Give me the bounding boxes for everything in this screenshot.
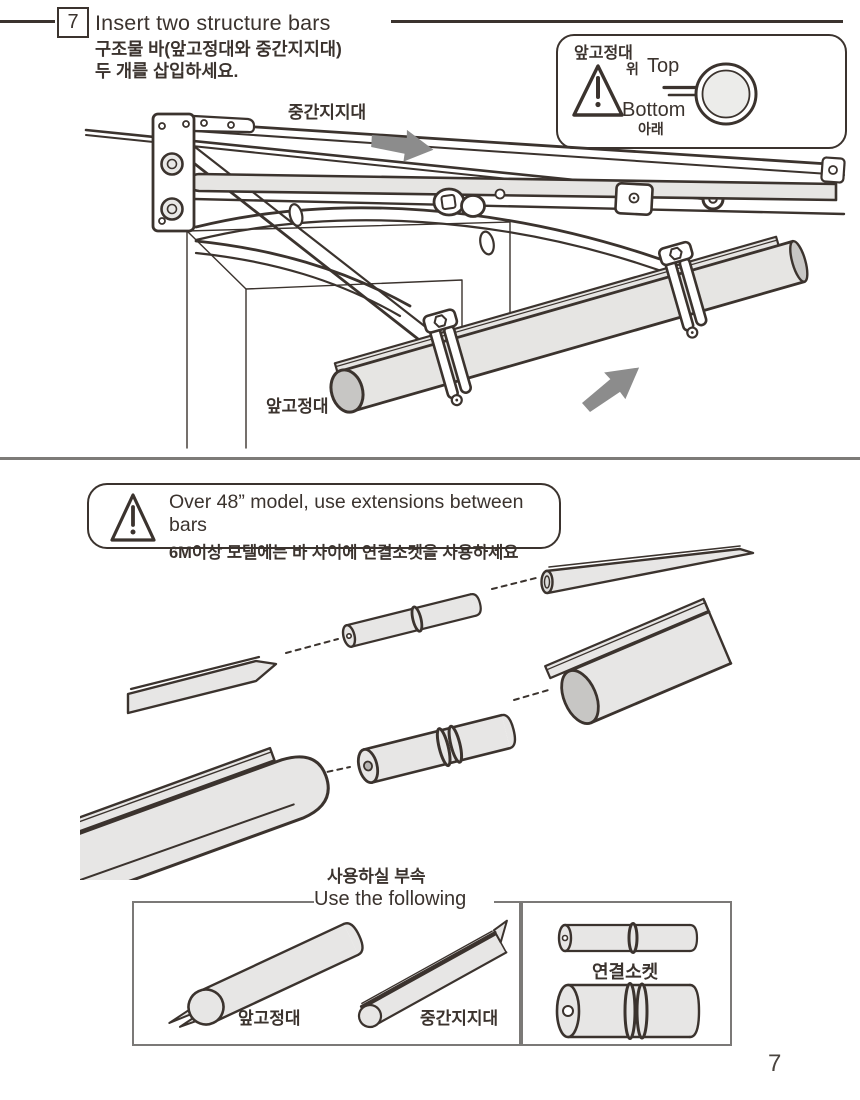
parts-title-en: Use the following [314,888,467,910]
header-rule-left [0,20,55,23]
tube-clamp [658,240,708,339]
main-diagram [84,112,846,449]
label-middle-bar: 중간지지대 [288,103,367,122]
callout-top-en: Top [647,55,680,77]
step-title: Insert two structure bars [95,11,331,35]
step-number-box: 7 [57,7,89,38]
callout-bottom-ko: 아래 [638,121,664,137]
align-dashes [285,638,339,654]
socket-part-label: 연결소켓 [592,962,659,982]
insert-direction-arrow-bottom [582,367,640,412]
middle-bar-part [357,919,508,1029]
step-subtitle-line2: 두 개를 삽입하세요. [95,61,239,81]
extension-socket-large [356,713,517,785]
callout-top-ko: 위 [626,61,639,77]
warning-triangle-icon [110,493,156,542]
middle-support-bar [187,172,838,202]
parts-title-ko: 사용하실 부속 [327,867,426,886]
front-bar-part [168,922,364,1028]
header-rule-right [391,20,843,23]
parts-box-title: 사용하실 부속 Use the following [314,862,494,915]
step-subtitle-line1: 구조물 바(앞고정대와 중간지지대) [95,39,342,59]
wall-bracket [151,112,256,233]
label-front-bar: 앞고정대 [266,397,329,416]
middle-bar-left-piece [126,655,278,715]
section-divider [0,457,860,460]
extension-socket-small [341,593,482,648]
arched-arm [194,203,690,318]
align-dashes [513,688,553,701]
step-number: 7 [67,11,79,33]
parts-box-left-graphic [168,919,508,1029]
front-fixing-bar [329,235,809,414]
socket-large-part [555,982,701,1040]
top-rails [192,121,846,216]
align-dashes [307,766,351,777]
page-number: 7 [768,1050,782,1077]
callout-part-label: 앞고정대 [574,45,633,62]
middle-bar-part-label: 중간지지대 [420,1009,499,1028]
front-bar-right-piece [544,597,733,725]
insert-direction-arrow-top [371,129,434,162]
bar-end-view [662,62,758,126]
extension-warning-box: Over 48” model, use extensions between b… [87,483,561,562]
socket-small-part [557,922,699,954]
align-dashes [491,577,537,590]
pivot-hinge [432,182,654,218]
front-bar-left-piece [80,746,330,880]
middle-bar-right-piece [540,545,755,595]
exploded-diagram [80,545,755,880]
orientation-callout: 앞고정대 위 Top Bottom 아래 [556,34,847,149]
parts-box-right-graphic [555,922,701,1040]
tube-clamp [422,308,472,407]
step-subtitle: 구조물 바(앞고정대와 중간지지대) 두 개를 삽입하세요. [95,38,342,82]
warning-triangle-icon [572,64,624,117]
orientation-callout-graphic [572,62,758,126]
warning-line-en: Over 48” model, use extensions between b… [169,491,524,536]
warning-line-ko: 6M이상 모델에는 바 사이에 연결소켓을 사용하세요 [169,544,519,562]
callout-bottom-en: Bottom [622,99,686,121]
front-bar-part-label: 앞고정대 [238,1009,301,1028]
